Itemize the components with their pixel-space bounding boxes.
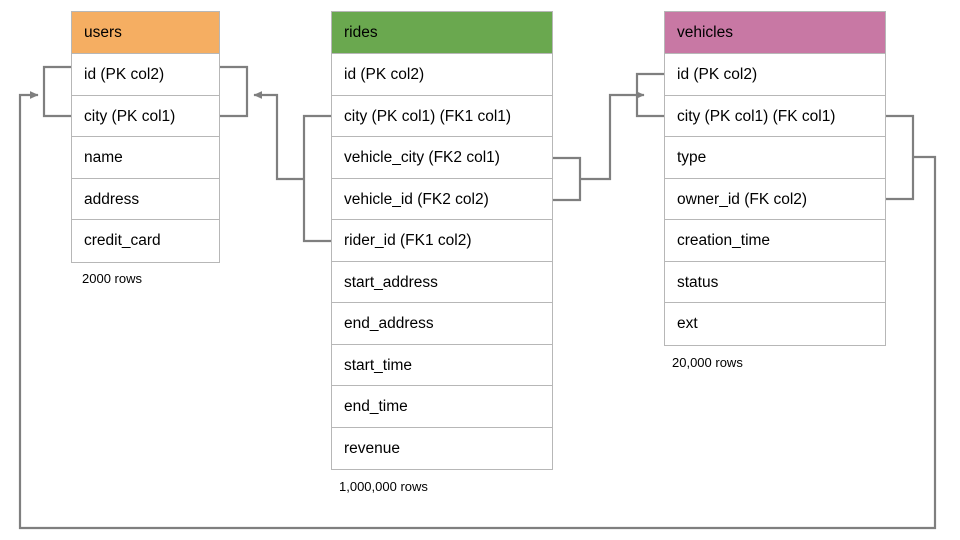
table-users-column-credit-card[interactable]: credit_card bbox=[72, 220, 219, 262]
table-rides-header: rides bbox=[332, 12, 552, 54]
table-rides-column-city[interactable]: city (PK col1) (FK1 col1) bbox=[332, 95, 552, 137]
table-vehicles-row-count: 20,000 rows bbox=[672, 355, 743, 370]
table-vehicles-column-city[interactable]: city (PK col1) (FK col1) bbox=[665, 95, 885, 137]
table-users-column-name[interactable]: name bbox=[72, 137, 219, 179]
table-rides-title: rides bbox=[344, 24, 378, 41]
table-rides-column-end-time[interactable]: end_time bbox=[332, 386, 552, 428]
table-vehicles-column-status[interactable]: status bbox=[665, 261, 885, 303]
table-vehicles[interactable]: vehicles id (PK col2) city (PK col1) (FK… bbox=[664, 11, 886, 346]
table-rides-column-vehicle-city[interactable]: vehicle_city (FK2 col1) bbox=[332, 137, 552, 179]
wire-rides-to-users bbox=[253, 91, 304, 181]
table-rides-column-rider-id[interactable]: rider_id (FK1 col2) bbox=[332, 220, 552, 262]
table-rides[interactable]: rides id (PK col2) city (PK col1) (FK1 c… bbox=[331, 11, 553, 470]
wire-rides-left-bracket bbox=[302, 114, 331, 243]
wire-users-right-bracket bbox=[220, 65, 249, 118]
wire-rides-to-vehicles bbox=[580, 91, 645, 181]
wire-users-left-bracket bbox=[42, 65, 71, 118]
table-rides-column-start-time[interactable]: start_time bbox=[332, 344, 552, 386]
table-users-column-address[interactable]: address bbox=[72, 178, 219, 220]
table-rides-column-id[interactable]: id (PK col2) bbox=[332, 54, 552, 96]
table-users-title: users bbox=[84, 24, 122, 41]
table-rides-column-start-address[interactable]: start_address bbox=[332, 261, 552, 303]
table-vehicles-column-creation-time[interactable]: creation_time bbox=[665, 220, 885, 262]
table-rides-column-revenue[interactable]: revenue bbox=[332, 427, 552, 469]
table-rides-column-end-address[interactable]: end_address bbox=[332, 303, 552, 345]
table-rides-row-count: 1,000,000 rows bbox=[339, 479, 428, 494]
wire-vehicles-left-bracket bbox=[635, 72, 664, 118]
table-rides-column-vehicle-id[interactable]: vehicle_id (FK2 col2) bbox=[332, 178, 552, 220]
wire-vehicles-right-bracket bbox=[886, 114, 915, 201]
table-vehicles-column-id[interactable]: id (PK col2) bbox=[665, 54, 885, 96]
table-vehicles-title: vehicles bbox=[677, 24, 733, 41]
table-vehicles-column-owner-id[interactable]: owner_id (FK col2) bbox=[665, 178, 885, 220]
wire-rides-right-bracket bbox=[553, 156, 582, 202]
table-users-header: users bbox=[72, 12, 219, 54]
table-users-column-id[interactable]: id (PK col2) bbox=[72, 54, 219, 96]
table-vehicles-column-ext[interactable]: ext bbox=[665, 303, 885, 345]
table-vehicles-column-type[interactable]: type bbox=[665, 137, 885, 179]
table-users[interactable]: users id (PK col2) city (PK col1) name a… bbox=[71, 11, 220, 263]
table-users-column-city[interactable]: city (PK col1) bbox=[72, 95, 219, 137]
table-users-row-count: 2000 rows bbox=[82, 271, 142, 286]
table-vehicles-header: vehicles bbox=[665, 12, 885, 54]
